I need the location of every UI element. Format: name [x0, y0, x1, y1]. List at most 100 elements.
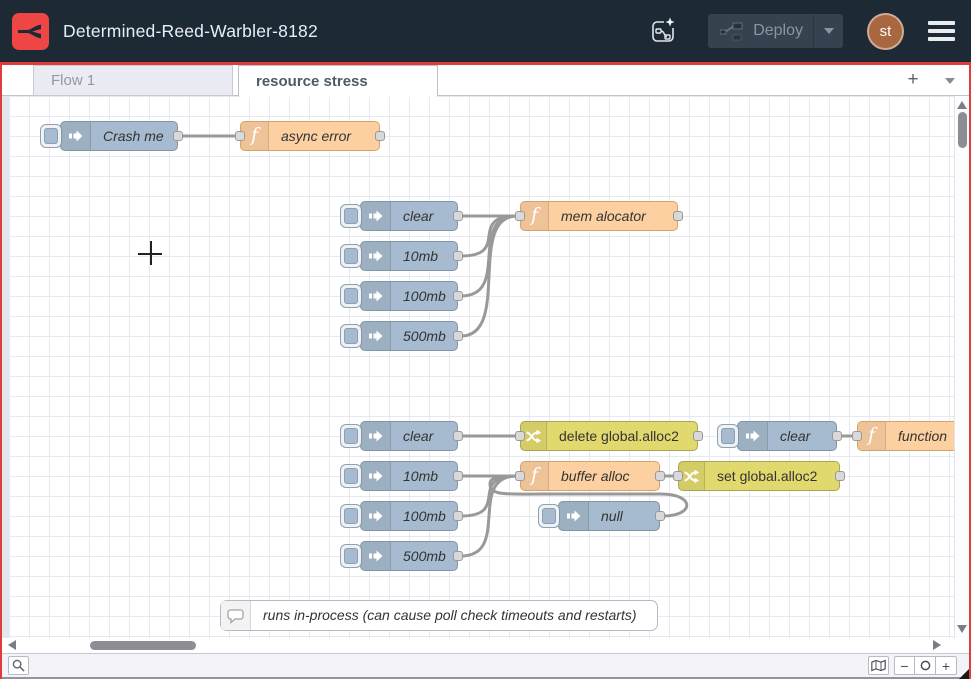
- horizontal-scroll-thumb[interactable]: [90, 641, 196, 650]
- inject-button[interactable]: [340, 244, 362, 268]
- node-label: 10mb: [403, 248, 439, 264]
- node-100mb-2[interactable]: 100mb: [340, 501, 463, 531]
- node-label: async error: [281, 128, 352, 144]
- input-port[interactable]: [515, 211, 525, 221]
- node-clear-2[interactable]: clear: [340, 421, 463, 451]
- header-bar: Determined-Reed-Warbler-8182 Deploy: [0, 0, 971, 62]
- node-label: 500mb: [403, 328, 446, 344]
- input-port[interactable]: [673, 471, 683, 481]
- input-port[interactable]: [515, 431, 525, 441]
- node-500mb-1[interactable]: 500mb: [340, 321, 463, 351]
- vertical-scrollbar[interactable]: [954, 96, 969, 638]
- output-port[interactable]: [673, 211, 683, 221]
- output-port[interactable]: [693, 431, 703, 441]
- node-comment-1[interactable]: runs in-process (can cause poll check ti…: [220, 600, 658, 631]
- inject-button[interactable]: [340, 324, 362, 348]
- input-port[interactable]: [235, 131, 245, 141]
- output-port[interactable]: [453, 471, 463, 481]
- output-port[interactable]: [835, 471, 845, 481]
- search-flows-button[interactable]: [8, 656, 29, 675]
- tab-resource-stress[interactable]: resource stress: [238, 65, 438, 97]
- function-f-icon: f: [521, 202, 549, 230]
- scroll-down-arrow[interactable]: [957, 625, 967, 633]
- inject-button[interactable]: [340, 544, 362, 568]
- inject-button[interactable]: [340, 204, 362, 228]
- hamburger-icon: [928, 21, 955, 25]
- node-null-inject[interactable]: null: [538, 501, 665, 531]
- view-navigator-button[interactable]: [868, 656, 889, 675]
- zoom-in-button[interactable]: +: [936, 656, 957, 675]
- magnifier-icon: [12, 659, 25, 672]
- deploy-button[interactable]: Deploy: [708, 14, 843, 48]
- node-label: mem alocator: [561, 208, 646, 224]
- node-clear-1[interactable]: clear: [340, 201, 463, 231]
- chevron-down-icon: [823, 28, 834, 34]
- scroll-right-arrow[interactable]: [933, 640, 941, 650]
- node-label: set global.alloc2: [717, 468, 818, 484]
- instance-title: Determined-Reed-Warbler-8182: [63, 20, 318, 41]
- inject-button[interactable]: [717, 424, 739, 448]
- main-menu-button[interactable]: [924, 17, 959, 45]
- node-delete-global-alloc2[interactable]: delete global.alloc2: [515, 421, 703, 451]
- wire-500mb-2-to-buffer-alloc[interactable]: [459, 474, 519, 558]
- output-port[interactable]: [655, 511, 665, 521]
- inject-button[interactable]: [340, 504, 362, 528]
- output-port[interactable]: [453, 291, 463, 301]
- node-100mb-1[interactable]: 100mb: [340, 281, 463, 311]
- output-port[interactable]: [453, 431, 463, 441]
- node-crash-me[interactable]: Crash me: [40, 121, 183, 151]
- node-set-global-alloc2[interactable]: set global.alloc2: [673, 461, 845, 491]
- node-500mb-2[interactable]: 500mb: [340, 541, 463, 571]
- inject-arrow-icon: [361, 502, 391, 530]
- ai-assistant-button[interactable]: [644, 11, 684, 51]
- deploy-options-button[interactable]: [813, 14, 843, 48]
- node-label: 100mb: [403, 288, 446, 304]
- inject-button[interactable]: [340, 284, 362, 308]
- input-port[interactable]: [852, 431, 862, 441]
- zoom-out-button[interactable]: −: [894, 656, 915, 675]
- output-port[interactable]: [453, 551, 463, 561]
- wire-500mb-1-to-mem-alocator[interactable]: [459, 214, 519, 338]
- inject-button[interactable]: [538, 504, 560, 528]
- inject-button[interactable]: [340, 464, 362, 488]
- resize-handle[interactable]: [959, 669, 969, 679]
- output-port[interactable]: [832, 431, 842, 441]
- flow-list-button[interactable]: [945, 78, 955, 84]
- scroll-up-arrow[interactable]: [957, 101, 967, 109]
- node-label: 10mb: [403, 468, 439, 484]
- output-port[interactable]: [375, 131, 385, 141]
- tab-label: Flow 1: [51, 72, 96, 89]
- user-avatar[interactable]: st: [867, 12, 904, 50]
- add-flow-button[interactable]: +: [907, 69, 919, 90]
- output-port[interactable]: [453, 211, 463, 221]
- scroll-left-arrow[interactable]: [8, 640, 16, 650]
- output-port[interactable]: [453, 331, 463, 341]
- inject-button[interactable]: [340, 424, 362, 448]
- inject-button[interactable]: [40, 124, 62, 148]
- node-10mb-1[interactable]: 10mb: [340, 241, 463, 271]
- input-port[interactable]: [515, 471, 525, 481]
- node-10mb-2[interactable]: 10mb: [340, 461, 463, 491]
- wire-null-inject-to-buffer-alloc[interactable]: [488, 474, 689, 518]
- node-label: function: [898, 428, 948, 444]
- node-label: clear: [403, 208, 434, 224]
- vertical-scroll-thumb[interactable]: [958, 112, 967, 148]
- node-clear-3[interactable]: clear: [717, 421, 842, 451]
- horizontal-scrollbar[interactable]: [2, 638, 969, 653]
- output-port[interactable]: [453, 251, 463, 261]
- flowfuse-logo[interactable]: [12, 12, 49, 50]
- output-port[interactable]: [453, 511, 463, 521]
- output-port[interactable]: [173, 131, 183, 141]
- node-label: null: [601, 508, 623, 524]
- zoom-reset-button[interactable]: [915, 656, 936, 675]
- output-port[interactable]: [655, 471, 665, 481]
- inject-arrow-icon: [738, 422, 768, 450]
- circle-icon: [920, 660, 930, 671]
- inject-arrow-icon: [361, 422, 391, 450]
- node-mem-alocator[interactable]: f mem alocator: [515, 201, 683, 231]
- tab-flow-1[interactable]: Flow 1: [33, 65, 233, 96]
